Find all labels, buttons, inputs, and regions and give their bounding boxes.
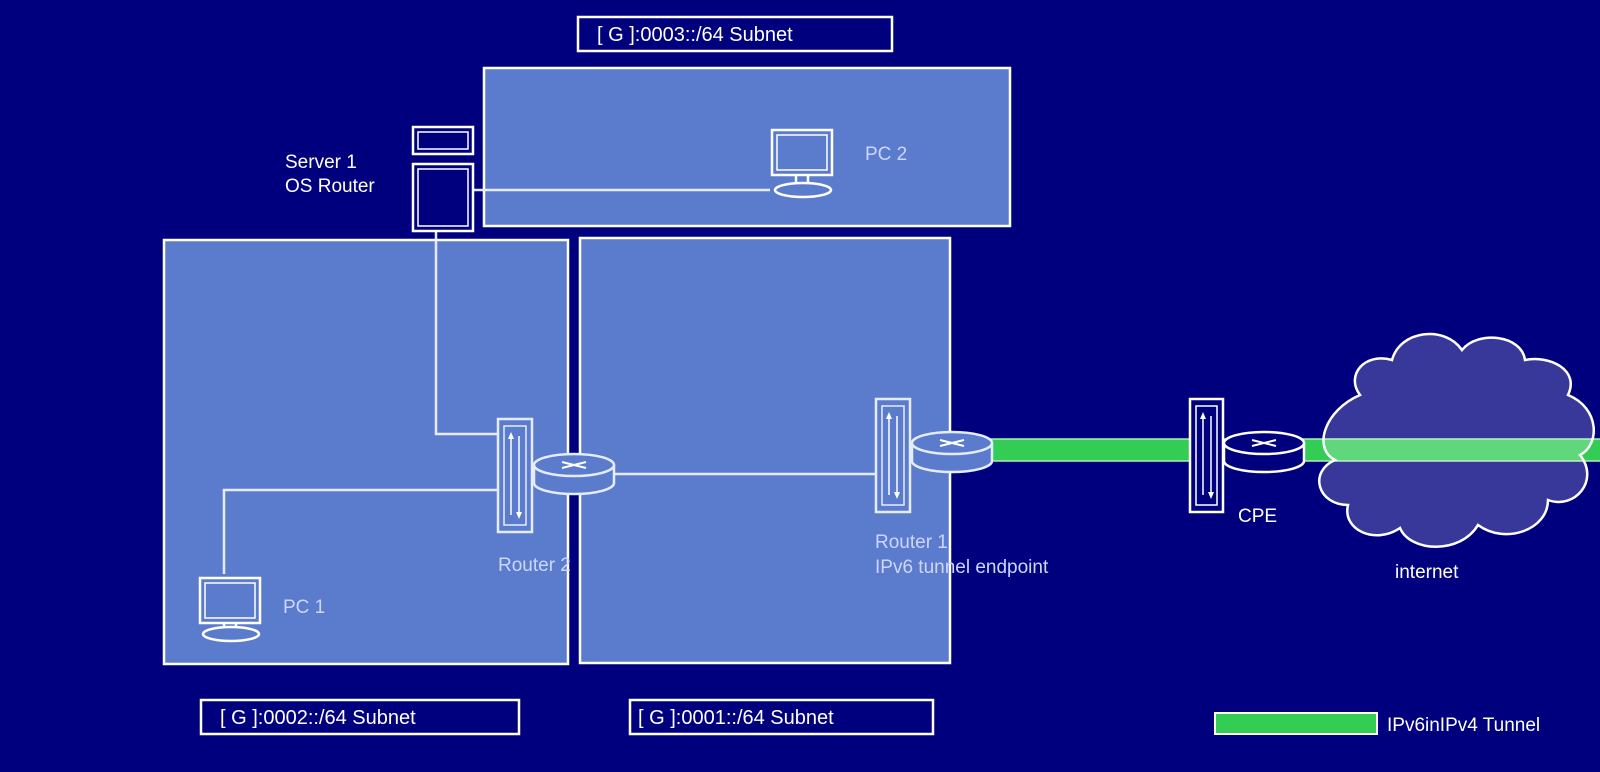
pc2-label: PC 2 (865, 144, 907, 165)
internet-label: internet (1395, 562, 1459, 583)
link-server-router2 (434, 231, 498, 436)
subnet-label-middle: [ G ]:0001::/64 Subnet (638, 707, 834, 729)
router1-label-line2: IPv6 tunnel endpoint (875, 557, 1049, 578)
router1-label-line1: Router 1 (875, 532, 948, 553)
subnet-label-box-left (199, 698, 521, 736)
monitor-icon (770, 128, 834, 199)
router-icon (496, 417, 616, 534)
pc1-label: PC 1 (283, 597, 325, 618)
subnet-area-top (482, 66, 1012, 228)
server-label-line1: Server 1 (285, 152, 357, 173)
monitor-icon (198, 576, 262, 643)
subnet-label-box-top (576, 15, 894, 53)
subnet-label-left: [ G ]:0002::/64 Subnet (220, 707, 416, 729)
subnet-label-box-middle (628, 698, 935, 736)
router-icon (874, 397, 994, 514)
subnet-label-top: [ G ]:0003::/64 Subnet (597, 24, 793, 46)
cpe-label: CPE (1238, 506, 1277, 527)
legend-tunnel-swatch (1214, 712, 1378, 735)
server-icon (411, 125, 475, 233)
link-pc1-router2 (222, 488, 498, 574)
router2-label: Router 2 (498, 555, 571, 576)
cloud-icon (1318, 332, 1595, 548)
server-label-line2: OS Router (285, 176, 375, 197)
router-icon (1188, 397, 1306, 514)
legend-tunnel-label: IPv6inIPv4 Tunnel (1387, 715, 1540, 736)
